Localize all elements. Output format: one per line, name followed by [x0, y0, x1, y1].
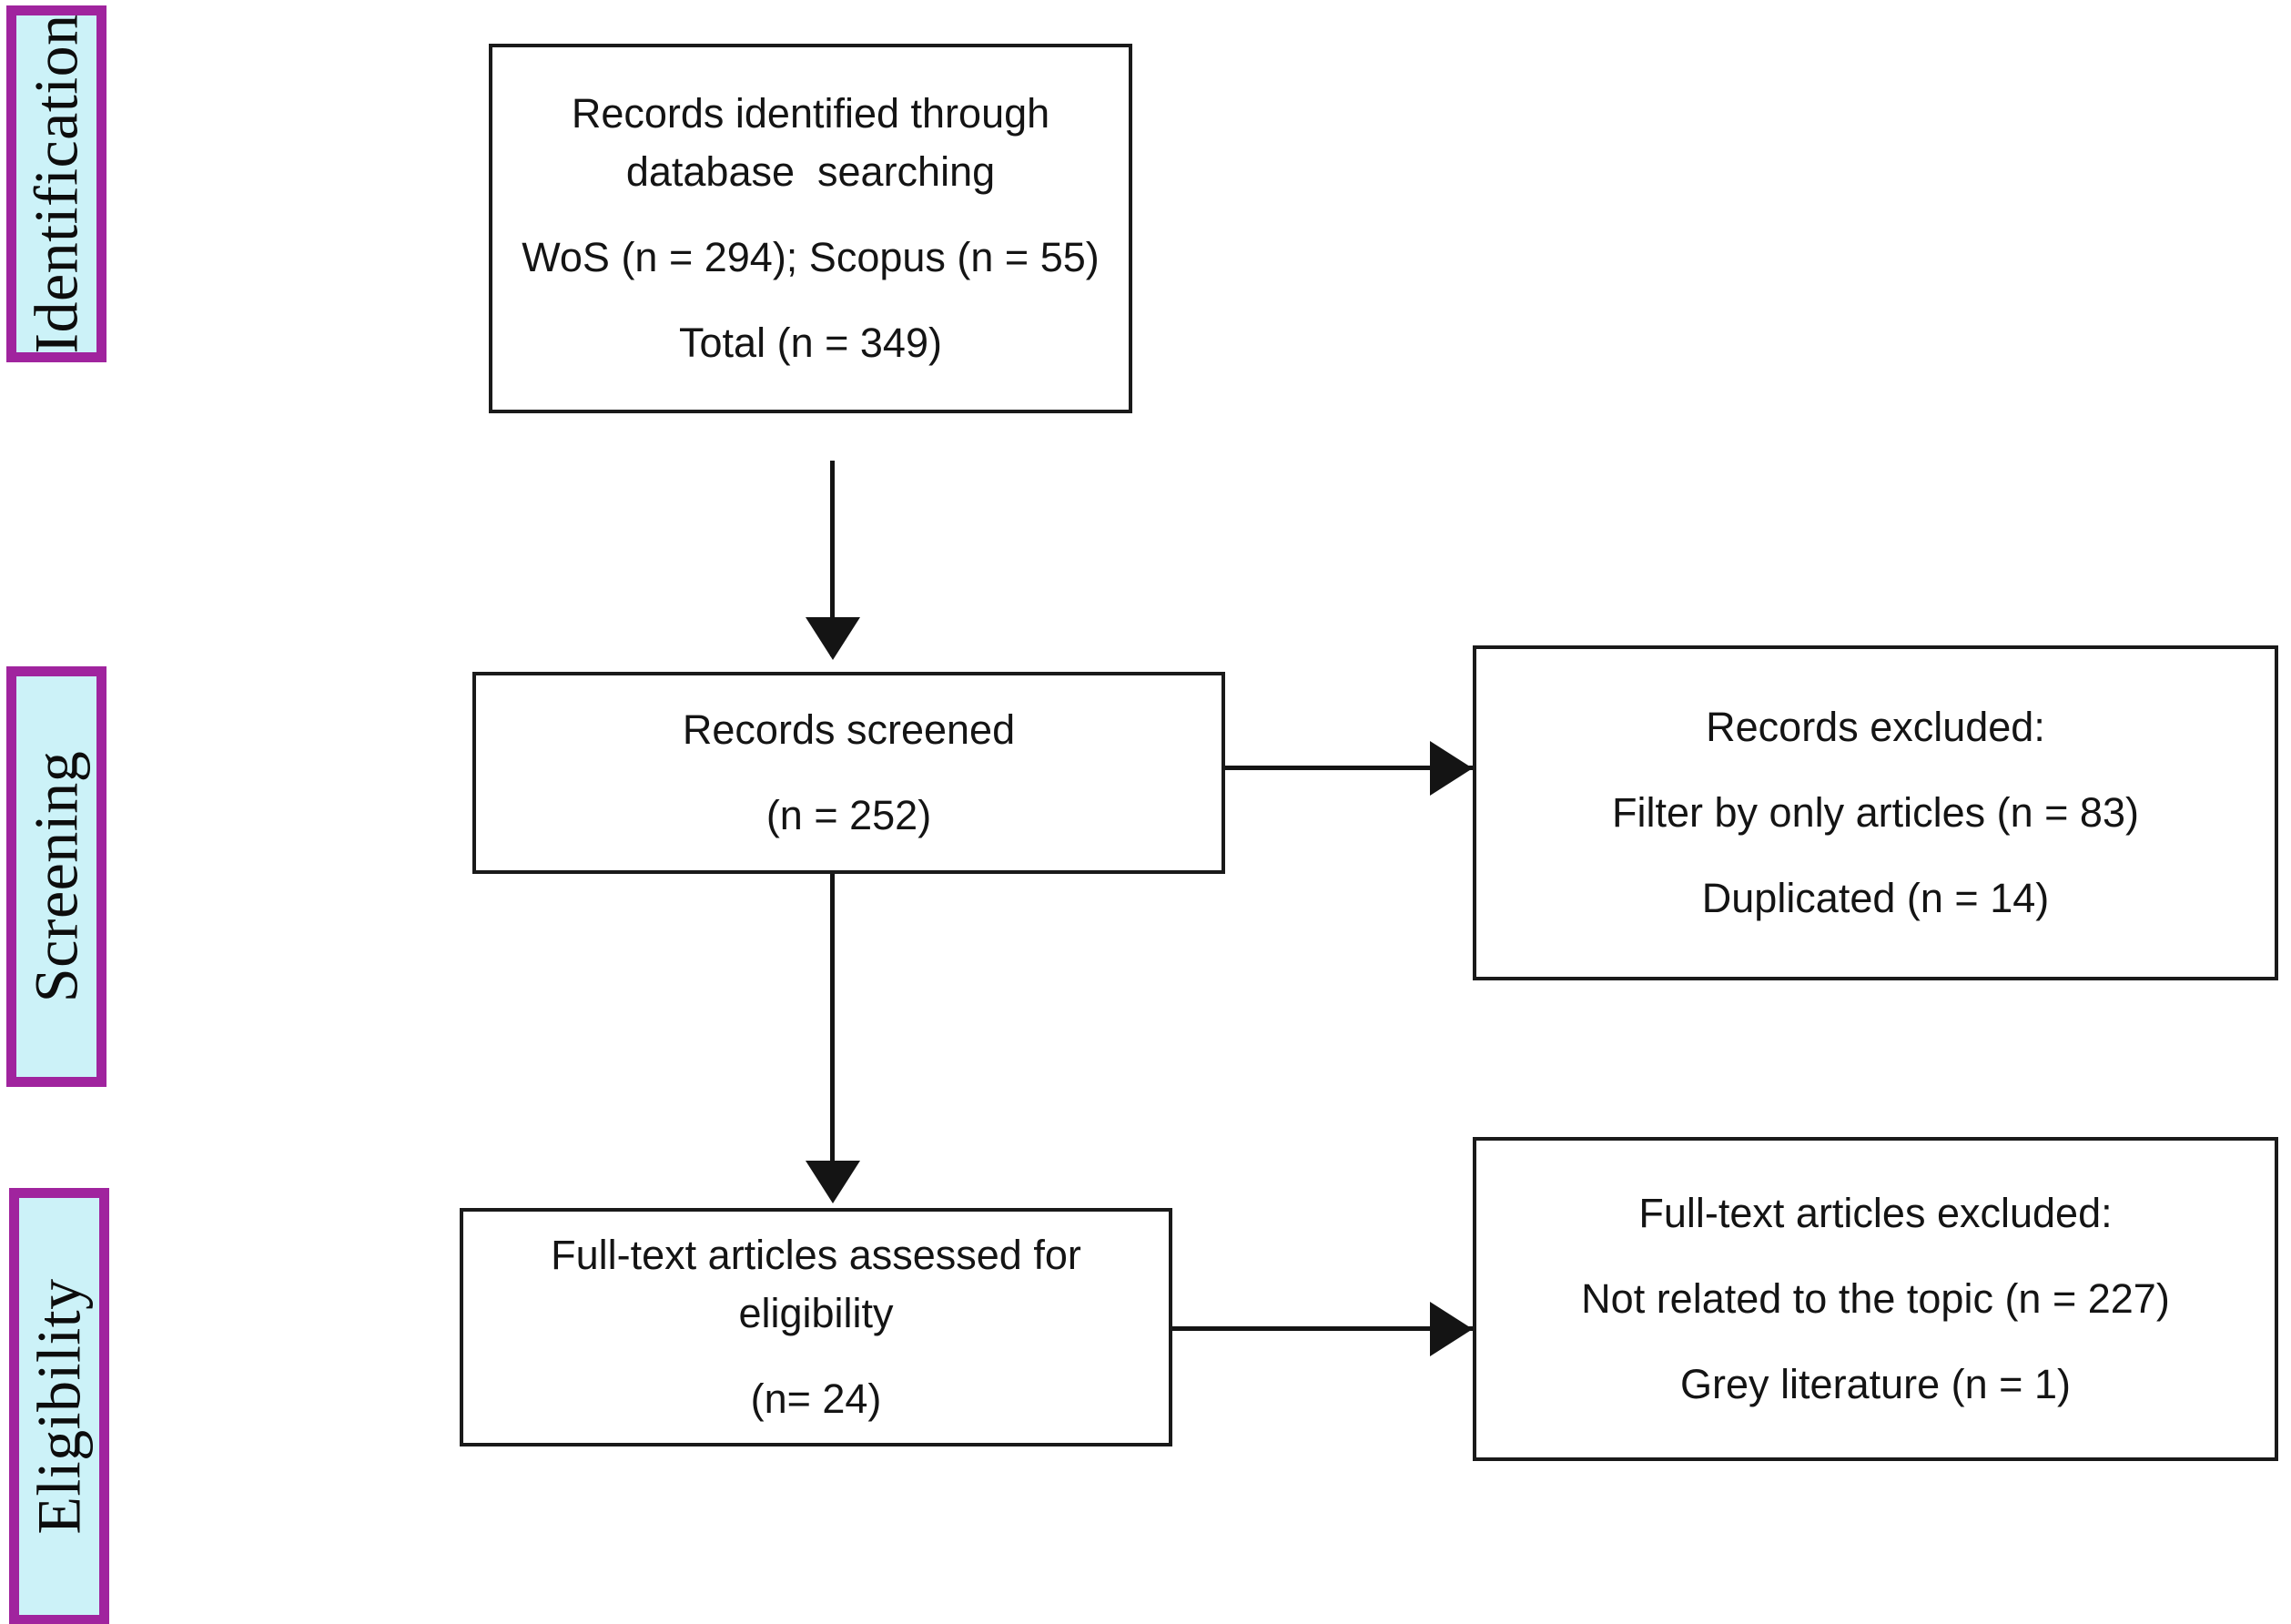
records-excluded-line-2: Filter by only articles (n = 83): [1612, 789, 2139, 837]
connector-screened-to-fulltext-assessed: [830, 874, 835, 1163]
records-screened-line-1: Records screened: [682, 706, 1016, 754]
records-identified-line-3: WoS (n = 294); Scopus (n = 55): [522, 234, 1100, 280]
box-fulltext-articles-excluded: Full-text articles excluded: Not related…: [1473, 1137, 2278, 1461]
connector-fulltext-assessed-to-excluded: [1172, 1326, 1480, 1331]
arrowhead-screened-to-records-excluded: [1430, 741, 1473, 796]
stage-band-eligibility: Eligibility: [9, 1188, 109, 1624]
arrowhead-screened-to-fulltext-assessed: [806, 1161, 860, 1203]
records-identified-line-2: database searching: [625, 148, 996, 196]
arrowhead-identified-to-screened: [806, 617, 860, 660]
box-records-excluded: Records excluded: Filter by only article…: [1473, 645, 2278, 980]
stage-label-identification: Identification: [21, 14, 91, 354]
fulltext-excluded-line-2: Not related to the topic (n = 227): [1581, 1275, 2170, 1323]
records-identified-line-1: Records identified through: [571, 90, 1050, 137]
box-records-identified: Records identified through database sear…: [489, 44, 1132, 413]
connector-screened-to-records-excluded: [1225, 766, 1480, 770]
records-excluded-line-3: Duplicated (n = 14): [1701, 874, 2050, 921]
records-identified-line-4: Total (n = 349): [679, 319, 942, 366]
records-excluded-line-1: Records excluded:: [1706, 704, 2045, 751]
connector-identified-to-screened: [830, 461, 835, 656]
box-fulltext-articles-assessed: Full-text articles assessed for eligibil…: [460, 1208, 1172, 1446]
stage-label-eligibility: Eligibility: [24, 1278, 94, 1535]
fulltext-excluded-line-3: Grey literature (n = 1): [1680, 1360, 2071, 1407]
stage-label-screening: Screening: [21, 750, 91, 1003]
records-screened-line-2: (n = 252): [765, 792, 932, 838]
box-records-screened: Records screened (n = 252): [472, 672, 1225, 874]
stage-band-screening: Screening: [6, 666, 106, 1087]
fulltext-excluded-line-1: Full-text articles excluded:: [1638, 1190, 2113, 1237]
stage-band-identification: Identification: [6, 5, 106, 362]
fulltext-assessed-line-2: eligibility: [738, 1290, 894, 1337]
fulltext-assessed-line-1: Full-text articles assessed for: [551, 1232, 1081, 1279]
arrowhead-fulltext-assessed-to-excluded: [1430, 1302, 1473, 1356]
fulltext-assessed-line-3: (n= 24): [750, 1375, 882, 1422]
